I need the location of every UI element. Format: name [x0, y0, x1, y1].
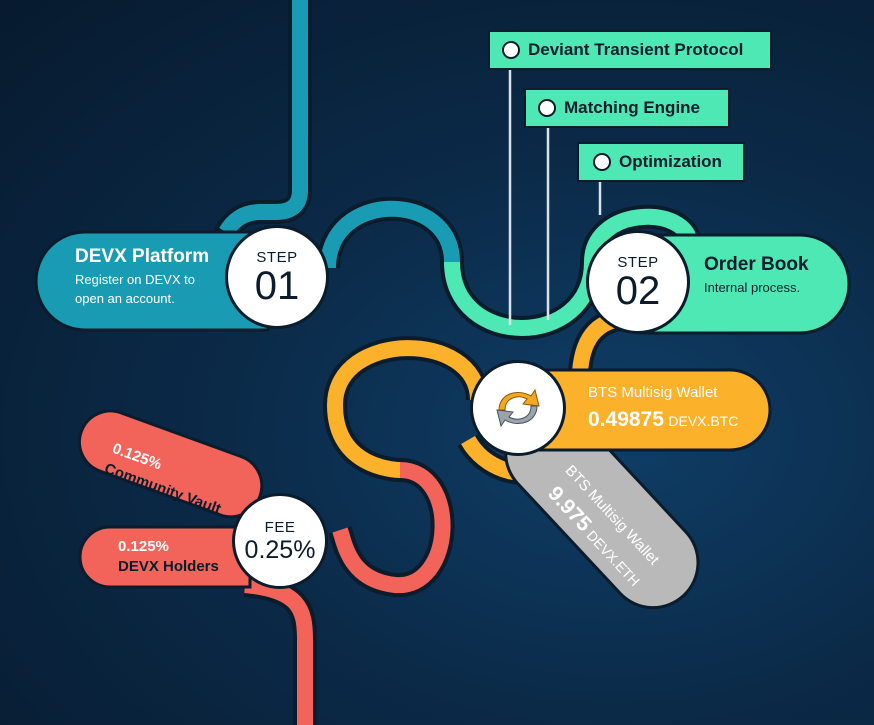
pin-icon [502, 41, 520, 59]
btc-wallet-bubble [538, 368, 772, 452]
step1-step-number: 01 [254, 263, 300, 308]
step1-title: DEVX Platform [75, 246, 210, 267]
pin-icon [538, 99, 556, 117]
fee-circle: FEE 0.25% [232, 493, 328, 589]
btc-wallet-title: BTS Multisig Wallet [588, 384, 718, 401]
community-vault-bubble [77, 409, 264, 519]
tag-optimization: Optimization [577, 142, 745, 182]
tag-deviant-transient-protocol: Deviant Transient Protocol [488, 30, 772, 70]
step2-bubble [638, 233, 851, 335]
step2-step-number: 02 [615, 268, 661, 313]
pin-icon [593, 153, 611, 171]
step2-circle: STEP 02 [586, 230, 690, 334]
swap-arrows-icon [496, 388, 540, 428]
step2-title: Order Book [704, 254, 809, 275]
coral-pipe [243, 458, 455, 725]
btc-wallet-amount-row: 0.49875 DEVX.BTC [588, 408, 738, 432]
teal-pipe [214, 0, 464, 269]
step1-desc-line2: open an account. [75, 291, 175, 306]
tag-label: Matching Engine [564, 98, 700, 117]
holders-pct: 0.125% [118, 538, 169, 555]
step1-step-label: STEP [256, 248, 298, 266]
tag-matching-engine: Matching Engine [524, 88, 730, 128]
step2-desc: Internal process. [704, 280, 801, 295]
mint-pipe [440, 204, 702, 340]
holders-label: DEVX Holders [118, 558, 219, 575]
fee-label: FEE [264, 518, 296, 536]
btc-wallet-amount: 0.49875 [588, 408, 664, 431]
fee-value: 0.25% [244, 535, 316, 564]
step1-desc-line1: Register on DEVX to [75, 272, 195, 287]
step1-circle: STEP 01 [225, 225, 329, 329]
exchange-circle [470, 360, 566, 456]
tag-label: Deviant Transient Protocol [528, 40, 744, 59]
holders-bubble [78, 525, 252, 589]
tag-label: Optimization [619, 152, 722, 171]
step2-step-label: STEP [617, 253, 659, 271]
btc-wallet-unit: DEVX.BTC [668, 413, 739, 429]
step1-bubble [34, 230, 270, 332]
